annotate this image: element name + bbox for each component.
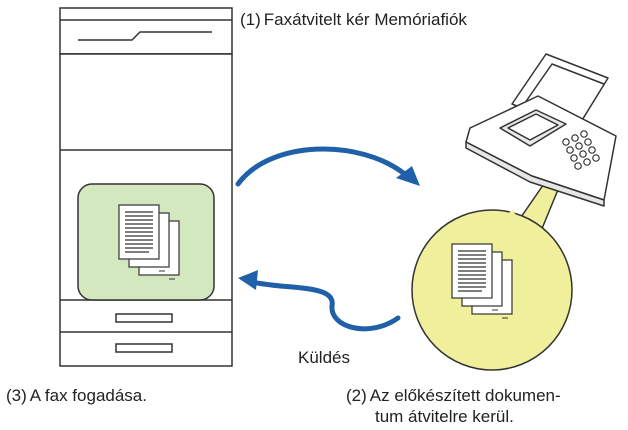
bubble-seam bbox=[507, 210, 539, 248]
curved-arrow-bottom-icon bbox=[249, 279, 401, 332]
step-3-number: (3) bbox=[6, 386, 27, 405]
step-2-label: (2)Az előkészített dokumen- tum átvitelr… bbox=[346, 385, 561, 427]
step-3-text: A fax fogadása. bbox=[29, 386, 147, 405]
step-2-text-line1: Az előkészített dokumen- bbox=[369, 386, 561, 405]
step-3-label: (3)A fax fogadása. bbox=[6, 385, 147, 406]
fax-machine-icon bbox=[465, 53, 617, 207]
step-1-number: (1) bbox=[240, 10, 261, 29]
arrow-head-top bbox=[396, 166, 420, 186]
step-2-text-line2: tum átvitelre kerül. bbox=[375, 407, 514, 426]
arrow-head-bottom bbox=[238, 270, 258, 290]
copier-machine-icon bbox=[59, 7, 233, 367]
step-2-number: (2) bbox=[346, 386, 367, 405]
step-1-label: (1)Faxátvitelt kér Memóriafiók bbox=[240, 9, 467, 30]
step-1-text: Faxátvitelt kér Memóriafiók bbox=[263, 10, 467, 29]
curved-arrow-icon bbox=[235, 146, 409, 187]
send-label: Küldés bbox=[298, 348, 350, 367]
